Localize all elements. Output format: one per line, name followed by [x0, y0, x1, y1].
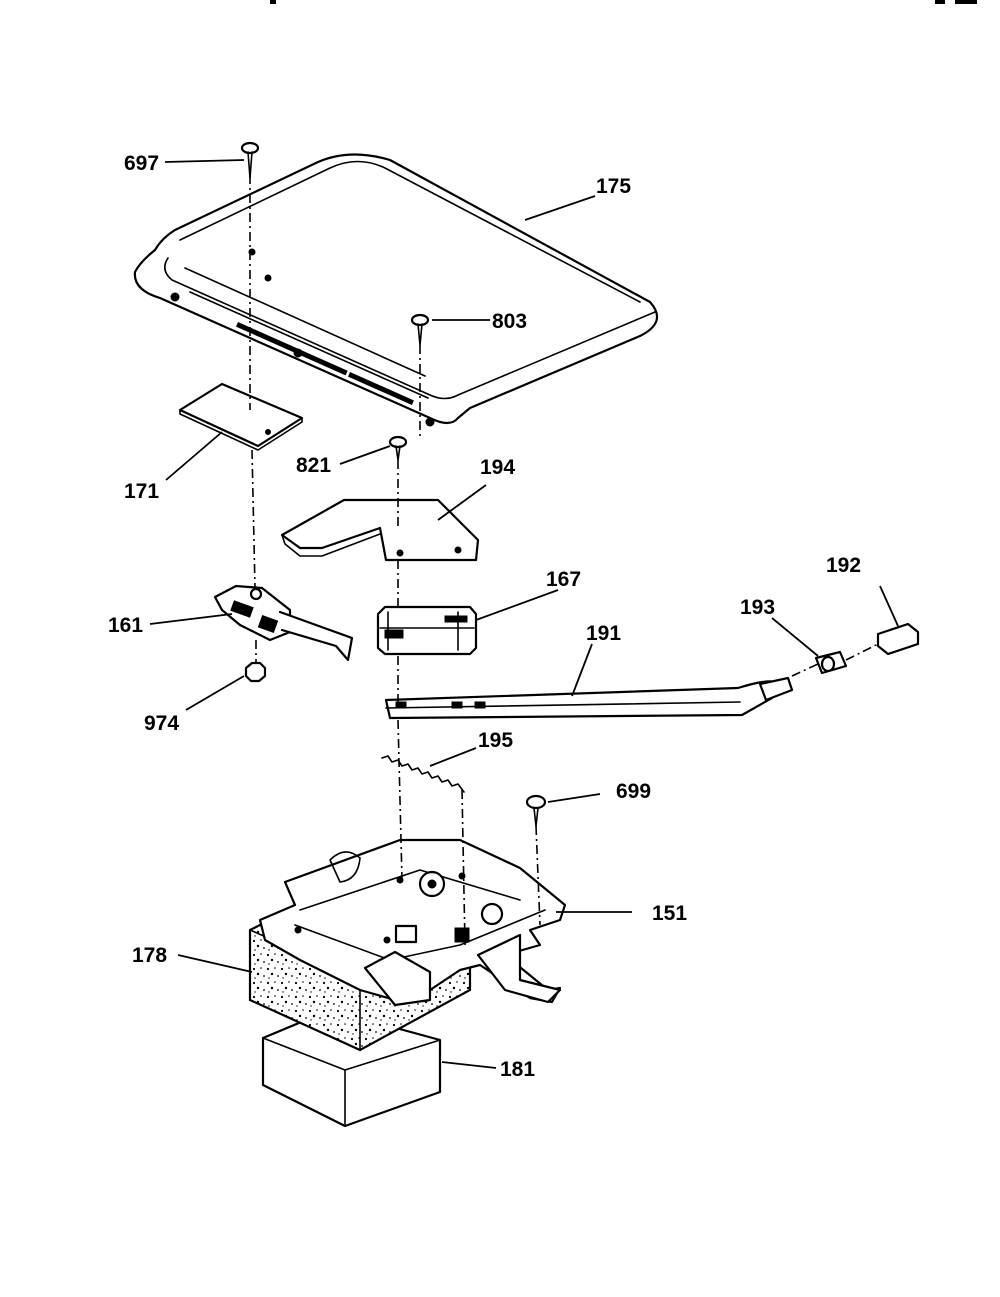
- callout-167: 167: [546, 568, 581, 591]
- callout-974: 974: [144, 712, 179, 735]
- callout-803: 803: [492, 310, 527, 333]
- callout-193: 193: [740, 596, 775, 619]
- screw-821: [388, 435, 408, 461]
- callout-181: 181: [500, 1058, 535, 1081]
- callout-821: 821: [296, 454, 331, 477]
- leader-lines: [149, 159, 899, 1069]
- insulator-plate-171: [178, 382, 304, 451]
- callout-195: 195: [478, 729, 513, 752]
- cover-plate-175: [133, 153, 659, 427]
- spring-195: [381, 755, 465, 793]
- latch-rod-191: [384, 676, 794, 720]
- callout-191: 191: [586, 622, 621, 645]
- handle-knob-192: [876, 622, 920, 656]
- bracket-194: [280, 498, 480, 562]
- callout-151: 151: [652, 902, 687, 925]
- page-corner-marks: [270, 0, 977, 4]
- callout-697: 697: [124, 152, 159, 175]
- latch-frame-151: [258, 838, 567, 1007]
- callout-161: 161: [108, 614, 143, 637]
- callout-labels: 697 175 803 171 821 194 167 192 193 161 …: [108, 152, 861, 1081]
- callout-194: 194: [480, 456, 515, 479]
- callout-178: 178: [132, 944, 167, 967]
- callout-699: 699: [616, 780, 651, 803]
- screw-697: [240, 141, 260, 179]
- assembly-axes: [249, 175, 879, 946]
- latch-block-167: [376, 605, 478, 656]
- nut-974: [244, 661, 267, 683]
- callout-175: 175: [596, 175, 631, 198]
- callout-192: 192: [826, 554, 861, 577]
- ferrule-193: [814, 650, 848, 675]
- switch-161: [213, 584, 354, 662]
- callout-171: 171: [124, 480, 159, 503]
- screw-699: [525, 794, 547, 827]
